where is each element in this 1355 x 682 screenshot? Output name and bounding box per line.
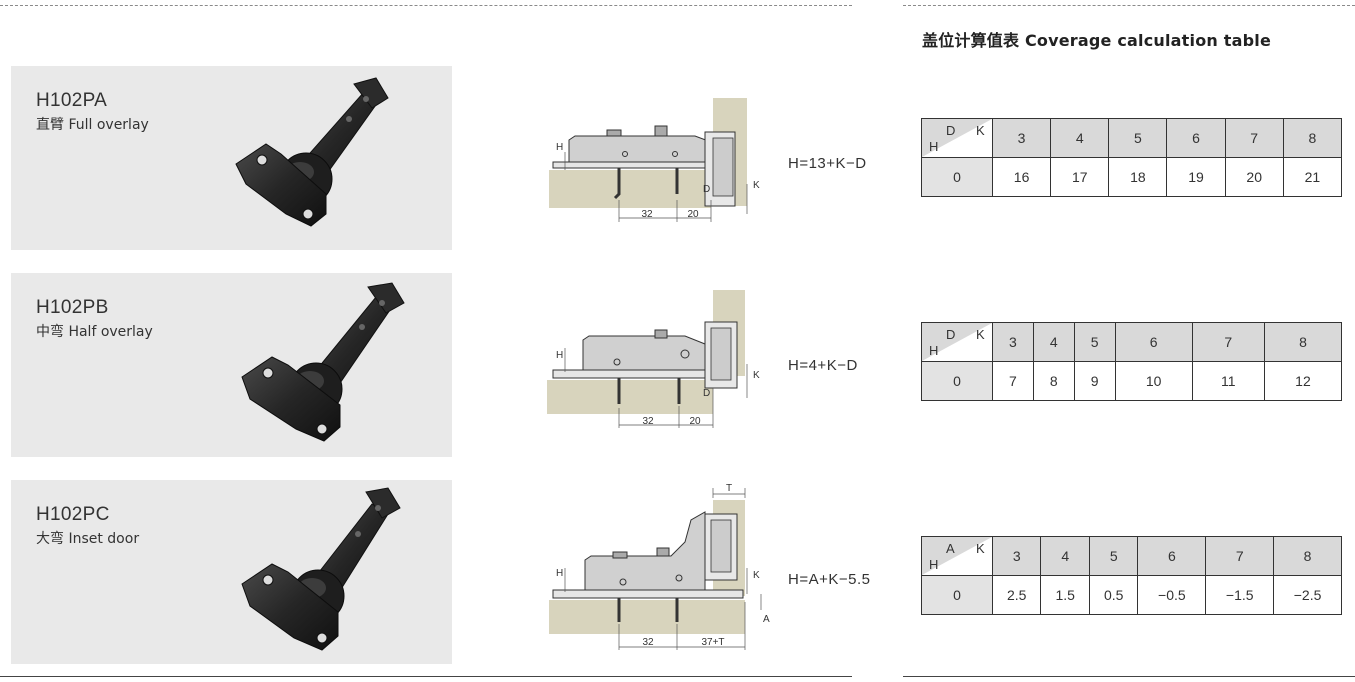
coverage-table-inset-door: A K H 3 4 5 6 7 8 0 2.5 1.5 0.5 −0.5 −1.… xyxy=(921,536,1342,615)
dim-label-32: 32 xyxy=(641,209,653,220)
installation-diagram-inset-door: T 32 37+T H K A xyxy=(549,483,770,650)
product-panel-h102pb: H102PB 中弯 Half overlay xyxy=(11,273,452,457)
table-cell: 7 xyxy=(992,361,1034,401)
label-k: K xyxy=(753,370,760,381)
table-cell: 21 xyxy=(1282,157,1343,197)
row-header: 0 xyxy=(921,157,993,197)
table-cell: 9 xyxy=(1073,361,1116,401)
dim-label-32: 32 xyxy=(642,637,654,648)
label-a: A xyxy=(763,614,770,625)
column-header: 4 xyxy=(1032,322,1075,362)
column-header: 4 xyxy=(1040,536,1090,576)
formula: H=4+K−D xyxy=(788,357,858,374)
product-panel-h102pa: H102PA 直臂 Full overlay xyxy=(11,66,452,250)
formula: H=13+K−D xyxy=(788,155,867,172)
column-header: 5 xyxy=(1108,118,1168,158)
row-header: 0 xyxy=(921,575,993,615)
column-header: 5 xyxy=(1073,322,1116,362)
model-name: H102PB xyxy=(36,297,109,318)
dim-label-20: 20 xyxy=(687,209,699,220)
table-cell: 16 xyxy=(991,157,1052,197)
label-h: H xyxy=(556,350,563,361)
coverage-table-full-overlay: D K H 3 4 5 6 7 8 0 16 17 18 19 20 21 xyxy=(921,118,1343,197)
top-divider-left xyxy=(0,5,852,6)
model-name: H102PA xyxy=(36,90,108,111)
hinge-photo-half-overlay xyxy=(241,282,405,442)
dim-label-32: 32 xyxy=(642,416,654,427)
hinge-photo-inset-door xyxy=(241,487,401,651)
table-cell: 12 xyxy=(1263,361,1343,401)
installation-diagram-half-overlay: 32 20 H D K xyxy=(547,290,760,428)
table-cell: 20 xyxy=(1224,157,1284,197)
column-header: 8 xyxy=(1282,118,1343,158)
table-corner-cell: D K H xyxy=(921,118,993,158)
table-cell: 1.5 xyxy=(1040,575,1090,615)
table-cell: 18 xyxy=(1108,157,1168,197)
table-title: 盖位计算值表 Coverage calculation table xyxy=(922,31,1271,50)
dim-label-37-t: 37+T xyxy=(701,637,724,648)
column-header: 8 xyxy=(1273,536,1342,576)
table-cell: −0.5 xyxy=(1137,575,1207,615)
column-header: 6 xyxy=(1166,118,1226,158)
model-name: H102PC xyxy=(36,504,110,525)
bottom-divider-right xyxy=(903,676,1355,677)
table-cell: 19 xyxy=(1166,157,1226,197)
top-divider-right xyxy=(903,5,1355,6)
column-header: 3 xyxy=(991,536,1042,576)
label-h: H xyxy=(556,568,563,579)
table-corner-cell: A K H xyxy=(921,536,993,576)
table-cell: −1.5 xyxy=(1205,575,1275,615)
bottom-divider-left xyxy=(0,676,852,677)
column-header: 7 xyxy=(1224,118,1284,158)
formula: H=A+K−5.5 xyxy=(788,571,871,588)
model-subtitle: 大弯 Inset door xyxy=(36,531,140,547)
product-panel-h102pc: H102PC 大弯 Inset door xyxy=(11,480,452,664)
column-header: 6 xyxy=(1114,322,1193,362)
table-cell: −2.5 xyxy=(1273,575,1342,615)
column-header: 5 xyxy=(1088,536,1139,576)
column-header: 7 xyxy=(1205,536,1275,576)
label-d: D xyxy=(703,388,710,399)
column-header: 8 xyxy=(1263,322,1343,362)
table-cell: 2.5 xyxy=(991,575,1042,615)
row-header: 0 xyxy=(921,361,993,401)
column-header: 3 xyxy=(991,118,1052,158)
table-cell: 17 xyxy=(1050,157,1110,197)
table-cell: 11 xyxy=(1191,361,1265,401)
table-cell: 0.5 xyxy=(1088,575,1139,615)
column-header: 3 xyxy=(992,322,1034,362)
model-subtitle: 中弯 Half overlay xyxy=(36,324,153,340)
label-k: K xyxy=(753,570,760,581)
installation-diagram-full-overlay: 32 20 H D K xyxy=(549,98,760,222)
model-subtitle: 直臂 Full overlay xyxy=(36,117,149,133)
table-cell: 8 xyxy=(1032,361,1075,401)
label-k: K xyxy=(753,180,760,191)
coverage-table-half-overlay: D K H 3 4 5 6 7 8 0 7 8 9 10 11 12 xyxy=(921,322,1343,401)
table-corner-cell: D K H xyxy=(921,322,993,362)
column-header: 6 xyxy=(1137,536,1207,576)
dim-label-20: 20 xyxy=(689,416,701,427)
column-header: 4 xyxy=(1050,118,1110,158)
table-cell: 10 xyxy=(1114,361,1193,401)
label-h: H xyxy=(556,142,563,153)
column-header: 7 xyxy=(1191,322,1265,362)
hinge-photo-full-overlay xyxy=(235,77,389,227)
label-d: D xyxy=(703,184,710,195)
label-t: T xyxy=(726,483,732,494)
